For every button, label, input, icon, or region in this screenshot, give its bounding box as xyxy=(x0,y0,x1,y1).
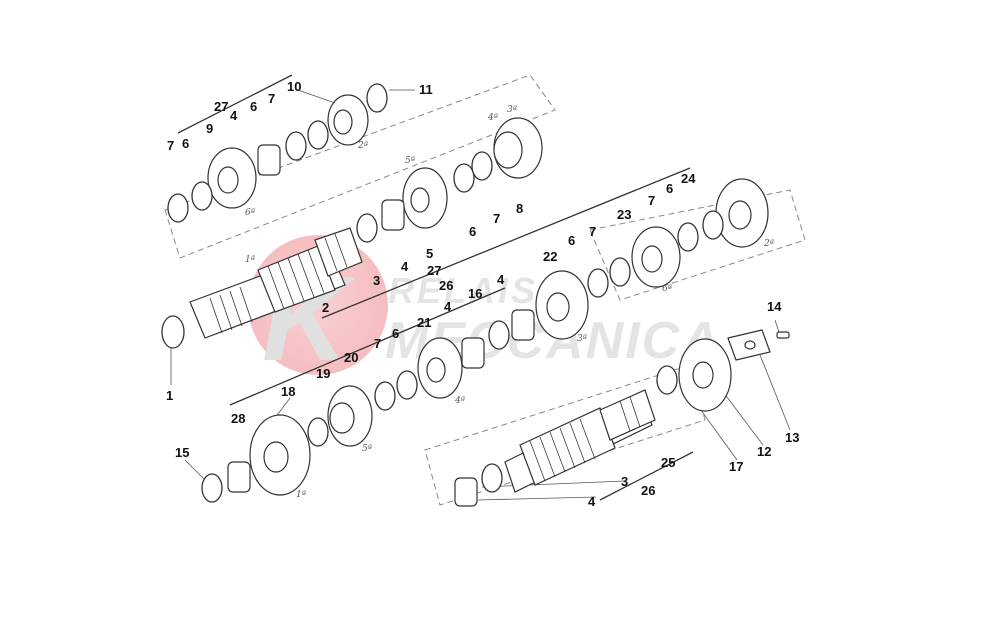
callout-22: 22 xyxy=(543,249,557,264)
callout-6e: 6 xyxy=(666,181,673,196)
gear-2nd-top xyxy=(327,94,369,146)
mark-g5a: 5ª xyxy=(405,156,415,166)
callout-7d: 7 xyxy=(589,224,596,239)
gear-3rd-middle xyxy=(535,270,589,340)
axis-bottom xyxy=(599,451,694,501)
axis-top xyxy=(177,74,293,134)
primary-shaft xyxy=(189,227,363,339)
callout-6c: 6 xyxy=(469,224,476,239)
watermark-line1: RELAIS xyxy=(388,270,538,311)
callout-7a: 7 xyxy=(167,138,174,153)
callout-2: 2 xyxy=(322,300,329,315)
callout-19: 19 xyxy=(316,366,330,381)
axis-middle xyxy=(321,167,691,319)
mark-g3a: 3ª xyxy=(507,105,517,115)
axis-lower xyxy=(229,287,506,406)
gear-3rd-4th-top xyxy=(493,117,543,179)
callout-6d: 6 xyxy=(568,233,575,248)
callout-20: 20 xyxy=(344,350,358,365)
mark-g4a: 4ª xyxy=(487,113,498,123)
callout-28: 28 xyxy=(231,411,245,426)
sprocket xyxy=(678,338,732,412)
frame-top-group xyxy=(164,74,556,259)
callout-3b: 3 xyxy=(621,474,628,489)
mark-g3b: 3ª xyxy=(577,334,587,344)
mark-g1b: 1ª xyxy=(296,490,306,500)
callout-8: 8 xyxy=(516,201,523,216)
washers xyxy=(161,83,724,503)
callout-27b: 27 xyxy=(427,263,441,278)
callout-25: 25 xyxy=(661,455,675,470)
mark-g2a: 2ª xyxy=(357,141,368,151)
callout-13: 13 xyxy=(785,430,799,445)
mark-g1a: 1ª xyxy=(245,255,255,265)
callout-24: 24 xyxy=(681,171,696,186)
callout-6b: 6 xyxy=(250,99,257,114)
gear-5th-top xyxy=(402,167,448,229)
callout-6a: 6 xyxy=(182,136,189,151)
callout-4d: 4 xyxy=(444,299,452,314)
gear-6th-top xyxy=(207,147,257,209)
callout-27a: 27 xyxy=(214,99,228,114)
mark-g4b: 4ª xyxy=(454,396,465,406)
callout-16: 16 xyxy=(468,286,482,301)
callout-3a: 3 xyxy=(373,273,380,288)
callout-18: 18 xyxy=(281,384,295,399)
callout-5: 5 xyxy=(426,246,433,261)
axis-lines xyxy=(177,74,694,501)
gear-6th-right xyxy=(631,226,681,288)
callout-7e: 7 xyxy=(648,193,655,208)
callout-14: 14 xyxy=(767,299,782,314)
callout-1: 1 xyxy=(166,388,173,403)
callout-15: 15 xyxy=(175,445,189,460)
callout-7f: 7 xyxy=(374,336,381,351)
gear-1st-lower xyxy=(249,414,311,496)
callout-17: 17 xyxy=(729,459,743,474)
callout-11: 11 xyxy=(419,82,433,97)
gear-5th-lower xyxy=(327,385,373,447)
gears xyxy=(207,94,769,496)
callout-9: 9 xyxy=(206,121,213,136)
callout-4e: 4 xyxy=(588,494,596,509)
callout-6f: 6 xyxy=(392,326,399,341)
mark-g5b: 5ª xyxy=(362,444,372,454)
callout-23: 23 xyxy=(617,207,631,222)
secondary-shaft xyxy=(504,389,656,493)
callout-26b: 26 xyxy=(641,483,655,498)
callout-4c: 4 xyxy=(497,272,505,287)
mark-g6a: 6ª xyxy=(245,208,255,218)
gear-2nd-right xyxy=(715,178,769,248)
callout-7c: 7 xyxy=(493,211,500,226)
callout-26a: 26 xyxy=(439,278,453,293)
retaining-plate xyxy=(727,329,790,361)
callout-4b: 4 xyxy=(401,259,409,274)
mark-g6b: 6ª xyxy=(662,284,672,294)
gear-ordinal-marks: 1ª 1ª 2ª 2ª 3ª 3ª 4ª 4ª 5ª 5ª 6ª 6ª xyxy=(245,105,774,500)
needle-bearings xyxy=(227,144,535,507)
callout-12: 12 xyxy=(757,444,771,459)
gear-4th-lower xyxy=(417,337,463,399)
callout-10: 10 xyxy=(287,79,301,94)
callout-7b: 7 xyxy=(268,91,275,106)
frame-bottom-group xyxy=(424,364,706,506)
callout-4a: 4 xyxy=(230,108,238,123)
bolt xyxy=(776,331,790,339)
callout-21: 21 xyxy=(417,315,431,330)
callouts: 1 2 3 3 4 4 4 4 4 5 6 6 6 6 6 6 7 7 7 7 … xyxy=(166,79,799,509)
mark-g2b: 2ª xyxy=(763,239,774,249)
